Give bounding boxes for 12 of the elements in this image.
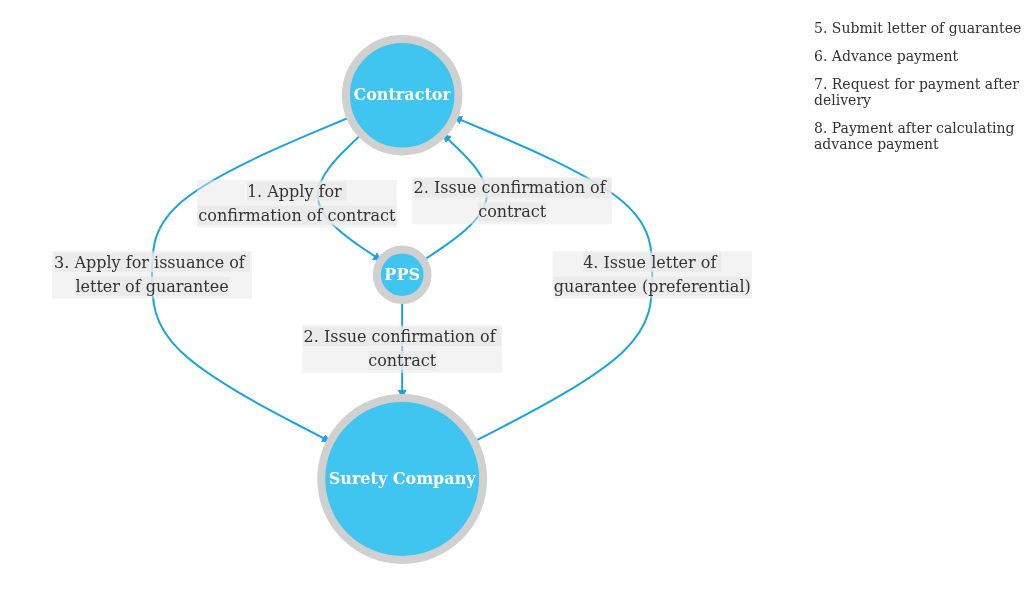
edge-label: 4. Issue letter of guarantee (preferential) — [553, 252, 751, 296]
edge-label: 3. Apply for issuance of letter of guarantee — [53, 252, 245, 296]
node-circle: Contractor — [341, 35, 463, 156]
step-note: 5. Submit letter of guarantee — [814, 20, 1023, 36]
node-circle: Surety Company — [317, 394, 487, 564]
edge-label: 2. Issue confirmation of contract — [413, 178, 606, 222]
step-note: 6. Advance payment — [814, 48, 960, 64]
edge-label: 2. Issue confirmation of contract — [303, 327, 496, 371]
edge-label: 1. Apply for confirmation of contract — [198, 181, 396, 225]
node-circle: PPS — [372, 245, 432, 305]
step-note: 7. Request for payment after delivery — [814, 76, 1020, 108]
step-note: 8. Payment after calculating advance payment — [814, 120, 1016, 152]
